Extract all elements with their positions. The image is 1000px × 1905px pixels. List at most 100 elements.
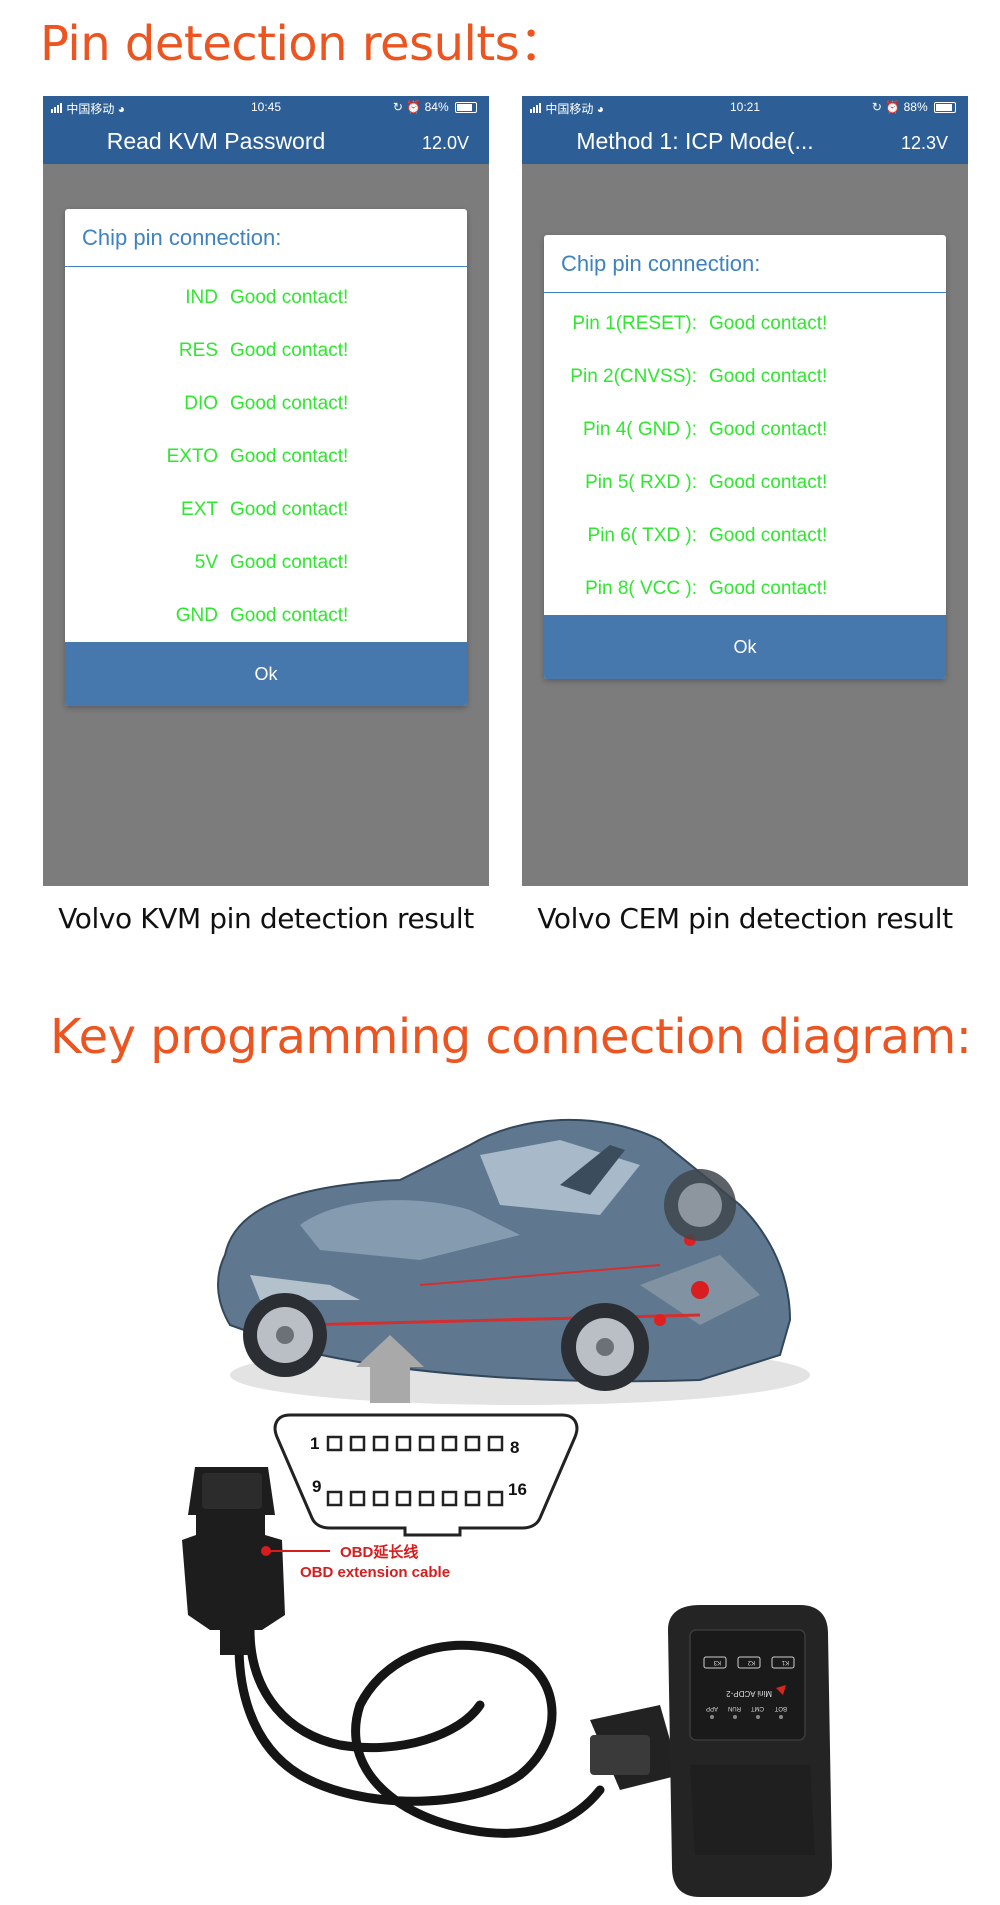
pin-row: GND Good contact! [65, 589, 467, 642]
obd-connector [182, 1467, 285, 1655]
alarm-icon: ⏰ [406, 100, 422, 114]
ok-button[interactable]: Ok [65, 642, 467, 706]
dialog-title: Chip pin connection: [544, 235, 946, 293]
pin-label: Pin 2(CNVSS): [570, 366, 697, 387]
device-model-label: Mini ACDP-2 [726, 1689, 772, 1698]
battery-percent: 88% [903, 100, 928, 114]
pin-status: Good contact! [230, 499, 349, 520]
pin-label: Pin 8( VCC ): [585, 578, 697, 599]
pin-status: Good contact! [709, 313, 828, 334]
pin-status: Good contact! [230, 446, 349, 467]
pin-status: Good contact! [709, 366, 828, 387]
obd-pin-label-16: 16 [508, 1480, 527, 1499]
rotation-lock-icon: ↻ [392, 100, 403, 114]
led-label-bot: BOT [774, 1705, 787, 1711]
device-button-k3: K3 [713, 1659, 721, 1665]
voltage-readout: 12.3V [900, 133, 948, 153]
pin-status: Good contact! [230, 552, 349, 573]
pin-connection-dialog: Chip pin connection: Pin 1(RESET): Good c… [544, 235, 946, 679]
status-bar-carrier: 中国移动 ◕ [530, 100, 604, 117]
pin-row: Pin 6( TXD ): Good contact! [544, 509, 946, 562]
app-header: 中国移动 ◕ 10:45 ↻ ⏰ 84% Read KVM Password 1… [43, 96, 489, 164]
mini-acdp-device: K3 K2 K1 Mini ACDP-2 APP RUN CMT BOT [590, 1605, 832, 1897]
pin-label: EXTO [166, 446, 218, 467]
status-bar-carrier: 中国移动 ◕ [51, 100, 125, 117]
status-bar-right: ↻ ⏰ 88% [872, 100, 956, 114]
pin-label: Pin 1(RESET): [572, 313, 697, 334]
connection-diagram: 1 8 9 16 OBD延长线 OBD extension cable K3 K… [182, 1118, 832, 1897]
battery-icon [455, 102, 477, 114]
obd-port-diagram: 1 8 9 16 [273, 1413, 579, 1537]
device-button-k1: K1 [781, 1659, 789, 1665]
device-buttons: K3 K2 K1 [703, 1656, 795, 1669]
section-heading-diagram: Key programming connection diagram: [50, 1009, 972, 1065]
status-bar-time: 10:45 [250, 100, 282, 114]
pin-row: Pin 5( RXD ): Good contact! [544, 456, 946, 509]
alarm-icon: ⏰ [885, 100, 901, 114]
pin-status: Good contact! [709, 472, 828, 493]
pin-label: IND [185, 287, 218, 308]
pin-status: Good contact! [709, 578, 828, 599]
screen-title: Method 1: ICP Mode(... [576, 128, 814, 154]
obd-pin-label-8: 8 [510, 1438, 519, 1457]
pin-label: Pin 5( RXD ): [585, 472, 697, 493]
pin-status: Good contact! [230, 340, 349, 361]
status-bar-time: 10:21 [729, 100, 761, 114]
pin-row: IND Good contact! [65, 271, 467, 324]
obd-pin-label-1: 1 [310, 1434, 319, 1453]
led-label-run: RUN [728, 1705, 741, 1711]
obd-extension-cable [234, 1620, 605, 1838]
phone-screenshot-kvm: 中国移动 ◕ 10:45 ↻ ⏰ 84% Read KVM Password 1… [43, 96, 489, 886]
status-bar-right: ↻ ⏰ 84% [393, 100, 477, 114]
wifi-icon: ◕ [596, 102, 604, 116]
device-status-leds: APP RUN CMT BOT [706, 1705, 787, 1719]
pin-row: Pin 2(CNVSS): Good contact! [544, 350, 946, 403]
pin-row: Pin 1(RESET): Good contact! [544, 297, 946, 350]
rotation-lock-icon: ↻ [871, 100, 882, 114]
pin-row: EXTO Good contact! [65, 430, 467, 483]
pin-label: RES [178, 340, 218, 361]
pin-row: Pin 4( GND ): Good contact! [544, 403, 946, 456]
led-label-app: APP [706, 1705, 718, 1711]
phone-screenshot-cem: 中国移动 ◕ 10:21 ↻ ⏰ 88% Method 1: ICP Mode(… [522, 96, 968, 886]
pin-label: Pin 6( TXD ): [587, 525, 697, 546]
pin-label: Pin 4( GND ): [582, 419, 697, 440]
car-illustration [217, 1118, 810, 1405]
carrier-label: 中国移动 [545, 102, 594, 116]
pin-row: RES Good contact! [65, 324, 467, 377]
ok-button[interactable]: Ok [544, 615, 946, 679]
pin-status: Good contact! [709, 419, 828, 440]
wifi-icon: ◕ [117, 102, 125, 116]
pin-status: Good contact! [230, 393, 349, 414]
obd-pin-label-9: 9 [312, 1477, 321, 1496]
pin-status: Good contact! [709, 525, 828, 546]
battery-percent: 84% [424, 100, 449, 114]
screen-title: Read KVM Password [106, 128, 326, 154]
signal-icon [530, 102, 542, 116]
pin-label: 5V [194, 552, 218, 573]
obd-cable-label-en: OBD extension cable [300, 1564, 450, 1581]
pin-row: EXT Good contact! [65, 483, 467, 536]
obd-bottom-pins [326, 1490, 504, 1507]
signal-icon [51, 102, 63, 116]
pin-row: 5V Good contact! [65, 536, 467, 589]
up-arrow-icon [356, 1335, 424, 1403]
pin-status: Good contact! [230, 287, 349, 308]
voltage-readout: 12.0V [421, 133, 469, 153]
obd-cable-label-cn: OBD延长线 [340, 1543, 418, 1561]
obd-top-pins [326, 1435, 504, 1452]
caption-cem: Volvo CEM pin detection result [537, 902, 953, 935]
pin-label: EXT [181, 499, 218, 520]
device-button-k2: K2 [747, 1659, 755, 1665]
app-header: 中国移动 ◕ 10:21 ↻ ⏰ 88% Method 1: ICP Mode(… [522, 96, 968, 164]
pin-list: Pin 1(RESET): Good contact! Pin 2(CNVSS):… [544, 293, 946, 615]
pin-row: Pin 8( VCC ): Good contact! [544, 562, 946, 615]
pin-status: Good contact! [230, 605, 349, 626]
pin-label: GND [175, 605, 218, 626]
device-logo-icon [776, 1685, 786, 1695]
carrier-label: 中国移动 [66, 102, 115, 116]
caption-kvm: Volvo KVM pin detection result [58, 902, 474, 935]
